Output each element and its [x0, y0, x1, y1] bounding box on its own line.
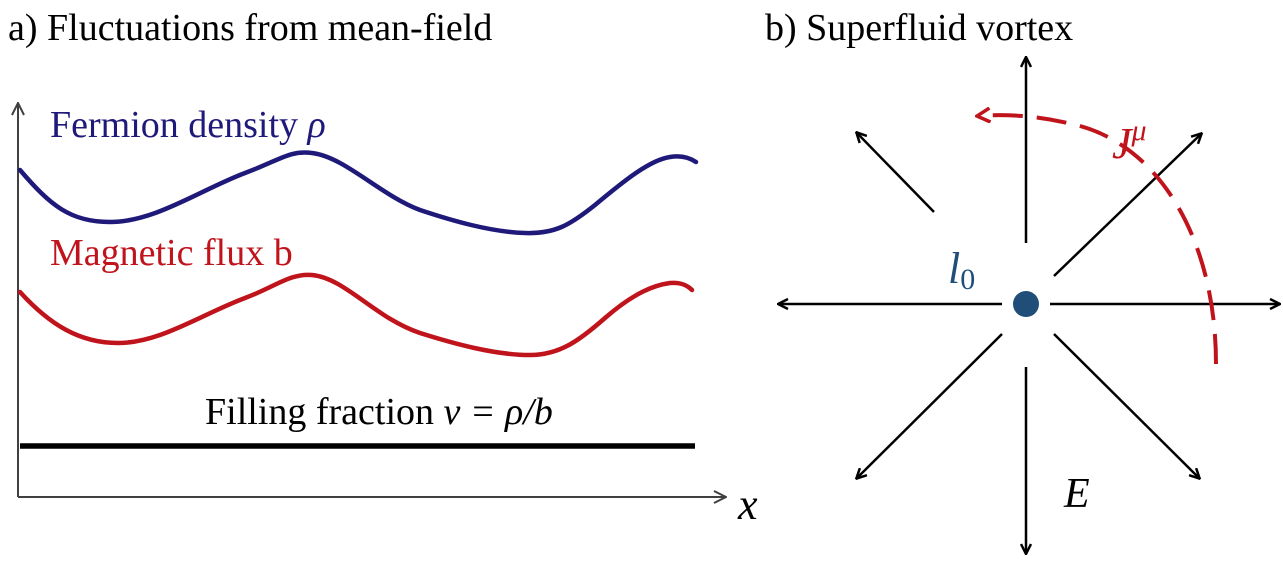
magnetic-flux-curve — [17, 272, 695, 358]
current-arc — [978, 115, 1218, 365]
panel-a: a) Fluctuations from mean-field Fermion … — [8, 7, 792, 529]
arrow-up-right — [1053, 134, 1201, 277]
panel-a-title: a) Fluctuations from mean-field — [8, 7, 492, 49]
current-label-superscript: μ — [1131, 114, 1147, 147]
fermion-density-curve — [17, 150, 699, 236]
density-label-text: Fermion density — [50, 104, 308, 146]
filling-formula: ν = ρ/b — [444, 391, 553, 433]
panel-b: b) Superfluid vortex l0 Jμ E — [765, 7, 1279, 553]
panel-b-title: b) Superfluid vortex — [765, 7, 1073, 49]
filling-label-text: Filling fraction — [205, 391, 444, 433]
filling-label: Filling fraction ν = ρ/b — [205, 391, 553, 433]
center-label-main: l — [948, 244, 960, 293]
field-label: E — [1063, 471, 1090, 517]
density-label: Fermion density ρ — [50, 104, 326, 146]
arrow-down-left — [857, 333, 1003, 478]
arrow-up-left — [857, 133, 935, 213]
x-axis-label: x⃗ — [737, 480, 792, 529]
current-label: Jμ — [1112, 114, 1147, 168]
flux-label: Magnetic flux b — [50, 232, 293, 274]
current-label-main: J — [1112, 119, 1134, 168]
density-symbol: ρ — [307, 104, 326, 146]
center-label-subscript: 0 — [960, 263, 975, 296]
vortex-center-dot — [1013, 291, 1039, 317]
center-label: l0 — [948, 244, 975, 296]
arrow-down-right — [1053, 333, 1199, 478]
field-arrows — [779, 58, 1279, 553]
